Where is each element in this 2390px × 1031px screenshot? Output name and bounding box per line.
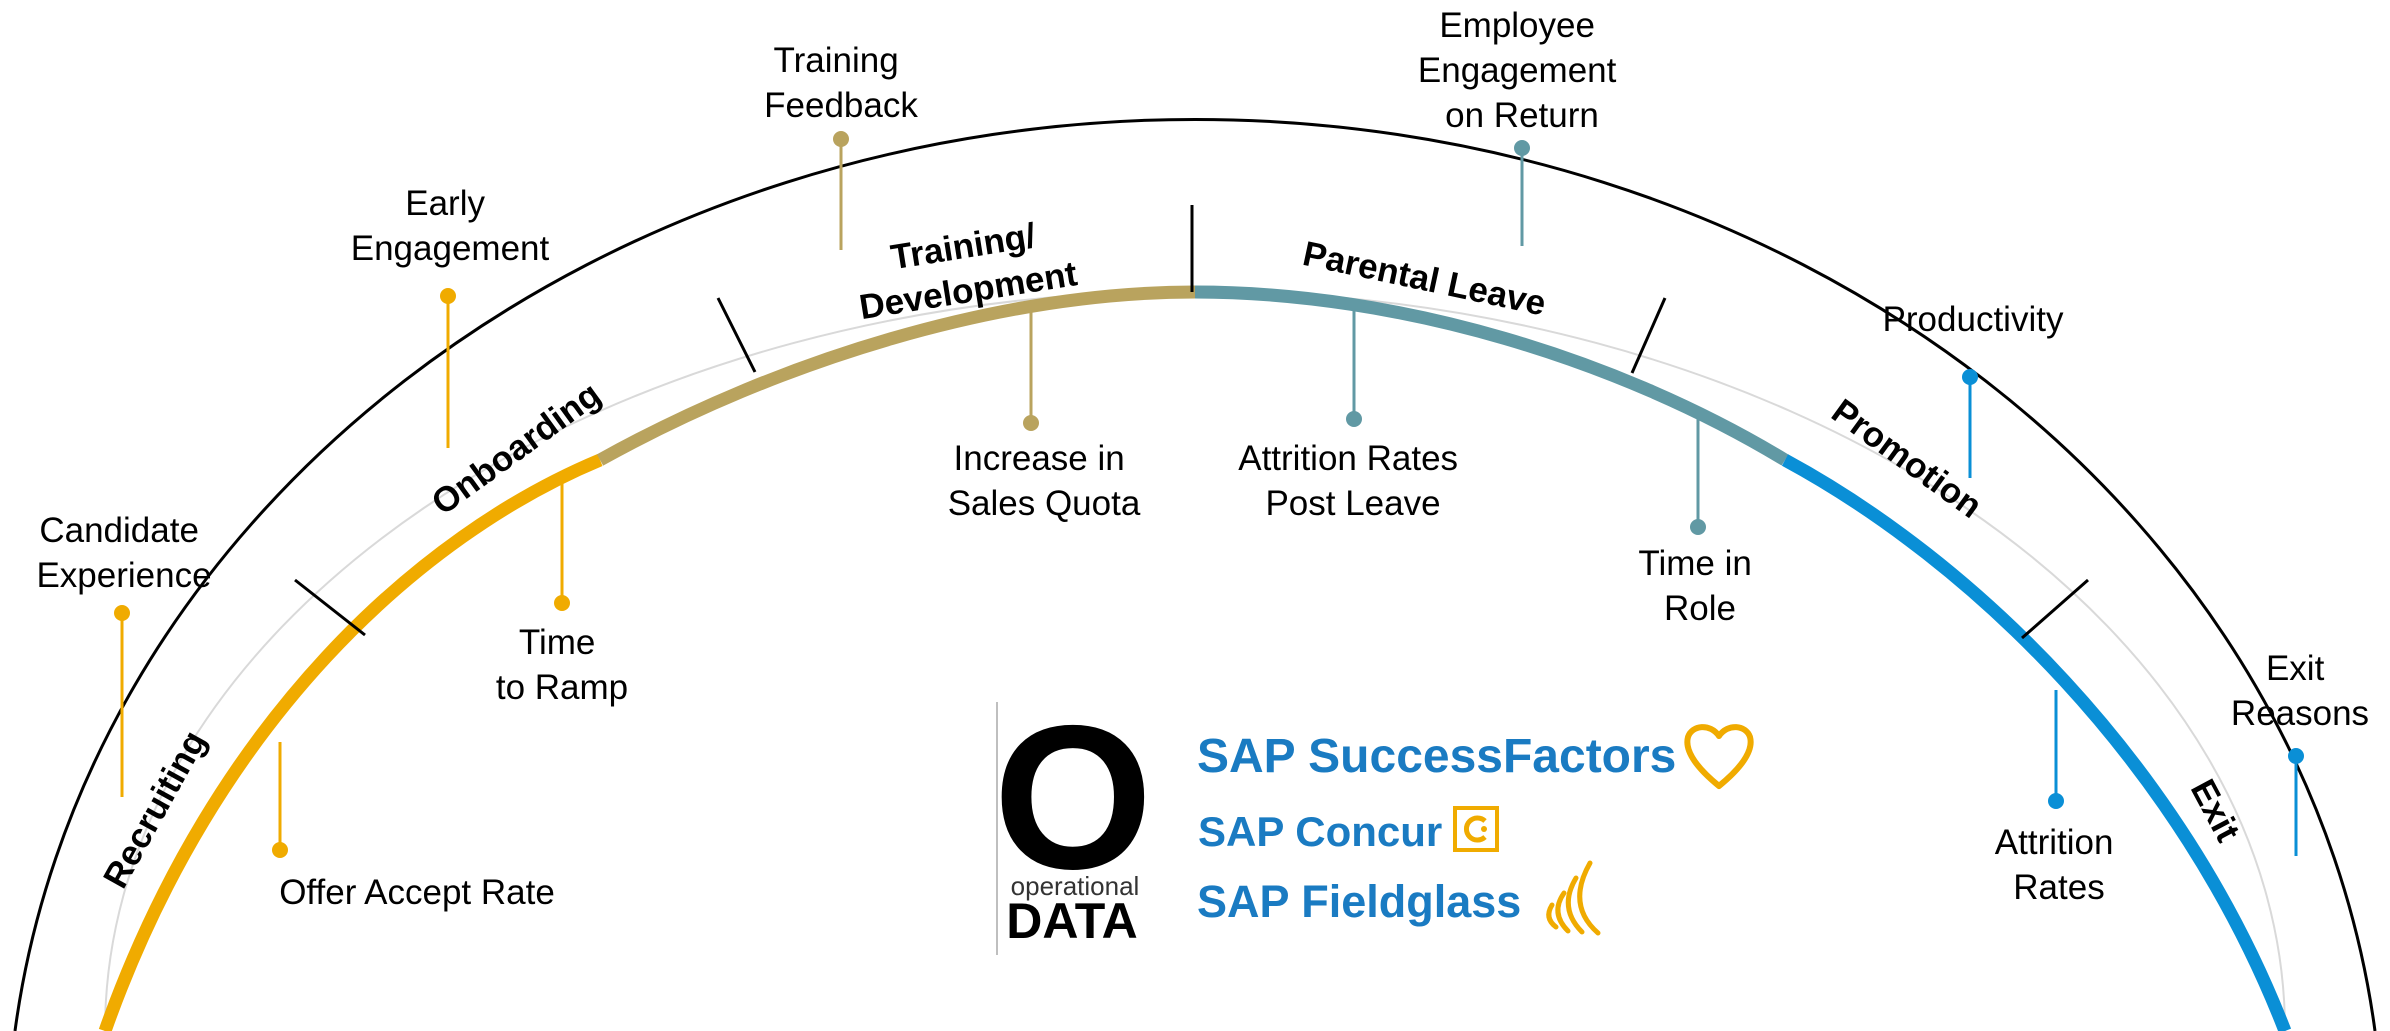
- metric-candidate-experience: Candidate Experience: [36, 511, 211, 595]
- metric-time-to-ramp: Time to Ramp: [496, 623, 628, 707]
- divider-leave-promotion: [1630, 297, 1667, 374]
- divider-recruiting-onboarding: [294, 578, 366, 637]
- metric-employee-engagement: Employee Engagement on Return: [1418, 6, 1626, 135]
- arc-segment-recruiting-onboarding: [98, 454, 603, 1031]
- divider-onboarding-training: [716, 297, 757, 373]
- operational-data-logo: O operational DATA: [993, 683, 1153, 955]
- callout-exit-reasons: [2288, 748, 2304, 856]
- callout-offer-accept-rate: [272, 742, 288, 858]
- logo-operational-text: operational: [1011, 871, 1140, 901]
- metric-exit-reasons: Exit Reasons: [2231, 649, 2369, 733]
- sap-concur-text: SAP Concur: [1198, 808, 1442, 855]
- heart-icon: [1684, 724, 1754, 789]
- metric-training-feedback: Training Feedback: [764, 41, 918, 125]
- callout-time-to-ramp: [554, 478, 570, 611]
- callout-candidate-experience: [114, 605, 130, 797]
- arc-segment-promotion-exit: [1781, 454, 2292, 1031]
- sap-fieldglass-text: SAP Fieldglass: [1197, 876, 1521, 927]
- callout-productivity: [1962, 369, 1978, 478]
- logo-data-text: DATA: [1006, 893, 1137, 949]
- callout-time-in-role: [1690, 412, 1706, 535]
- metric-attrition-rates: Attrition Rates: [1995, 823, 2123, 907]
- metric-time-in-role: Time in Role: [1638, 544, 1761, 628]
- metric-attrition-post-leave: Attrition Rates Post Leave: [1238, 439, 1468, 523]
- divider-promotion-exit: [2021, 578, 2089, 640]
- sap-successfactors-text: SAP SuccessFactors: [1197, 730, 1676, 783]
- metric-increase-sales-quota: Increase in Sales Quota: [948, 439, 1141, 523]
- callout-employee-engagement: [1514, 140, 1530, 246]
- arc-segment-training: [596, 285, 1196, 466]
- callout-early-engagement: [440, 288, 456, 448]
- callout-increase-sales-quota: [1023, 310, 1039, 431]
- arc-inner-boundary: [104, 290, 2286, 1031]
- metric-productivity: Productivity: [1883, 300, 2064, 339]
- fieldglass-waves-icon: [1546, 860, 1601, 936]
- stage-label-parental-leave: Parental Leave: [1299, 234, 1549, 324]
- logo-big-o: O: [993, 683, 1152, 912]
- metric-early-engagement: Early Engagement: [351, 184, 550, 268]
- metric-offer-accept-rate: Offer Accept Rate: [279, 873, 555, 912]
- callout-attrition-rates: [2048, 690, 2064, 809]
- arc-outer-boundary: [13, 118, 2377, 1031]
- callout-training-feedback: [833, 131, 849, 250]
- concur-c-icon: [1453, 806, 1499, 852]
- stage-label-recruiting: Recruiting: [96, 724, 214, 894]
- callout-attrition-post-leave: [1346, 310, 1362, 427]
- arc-segment-parental-leave: [1194, 285, 1789, 466]
